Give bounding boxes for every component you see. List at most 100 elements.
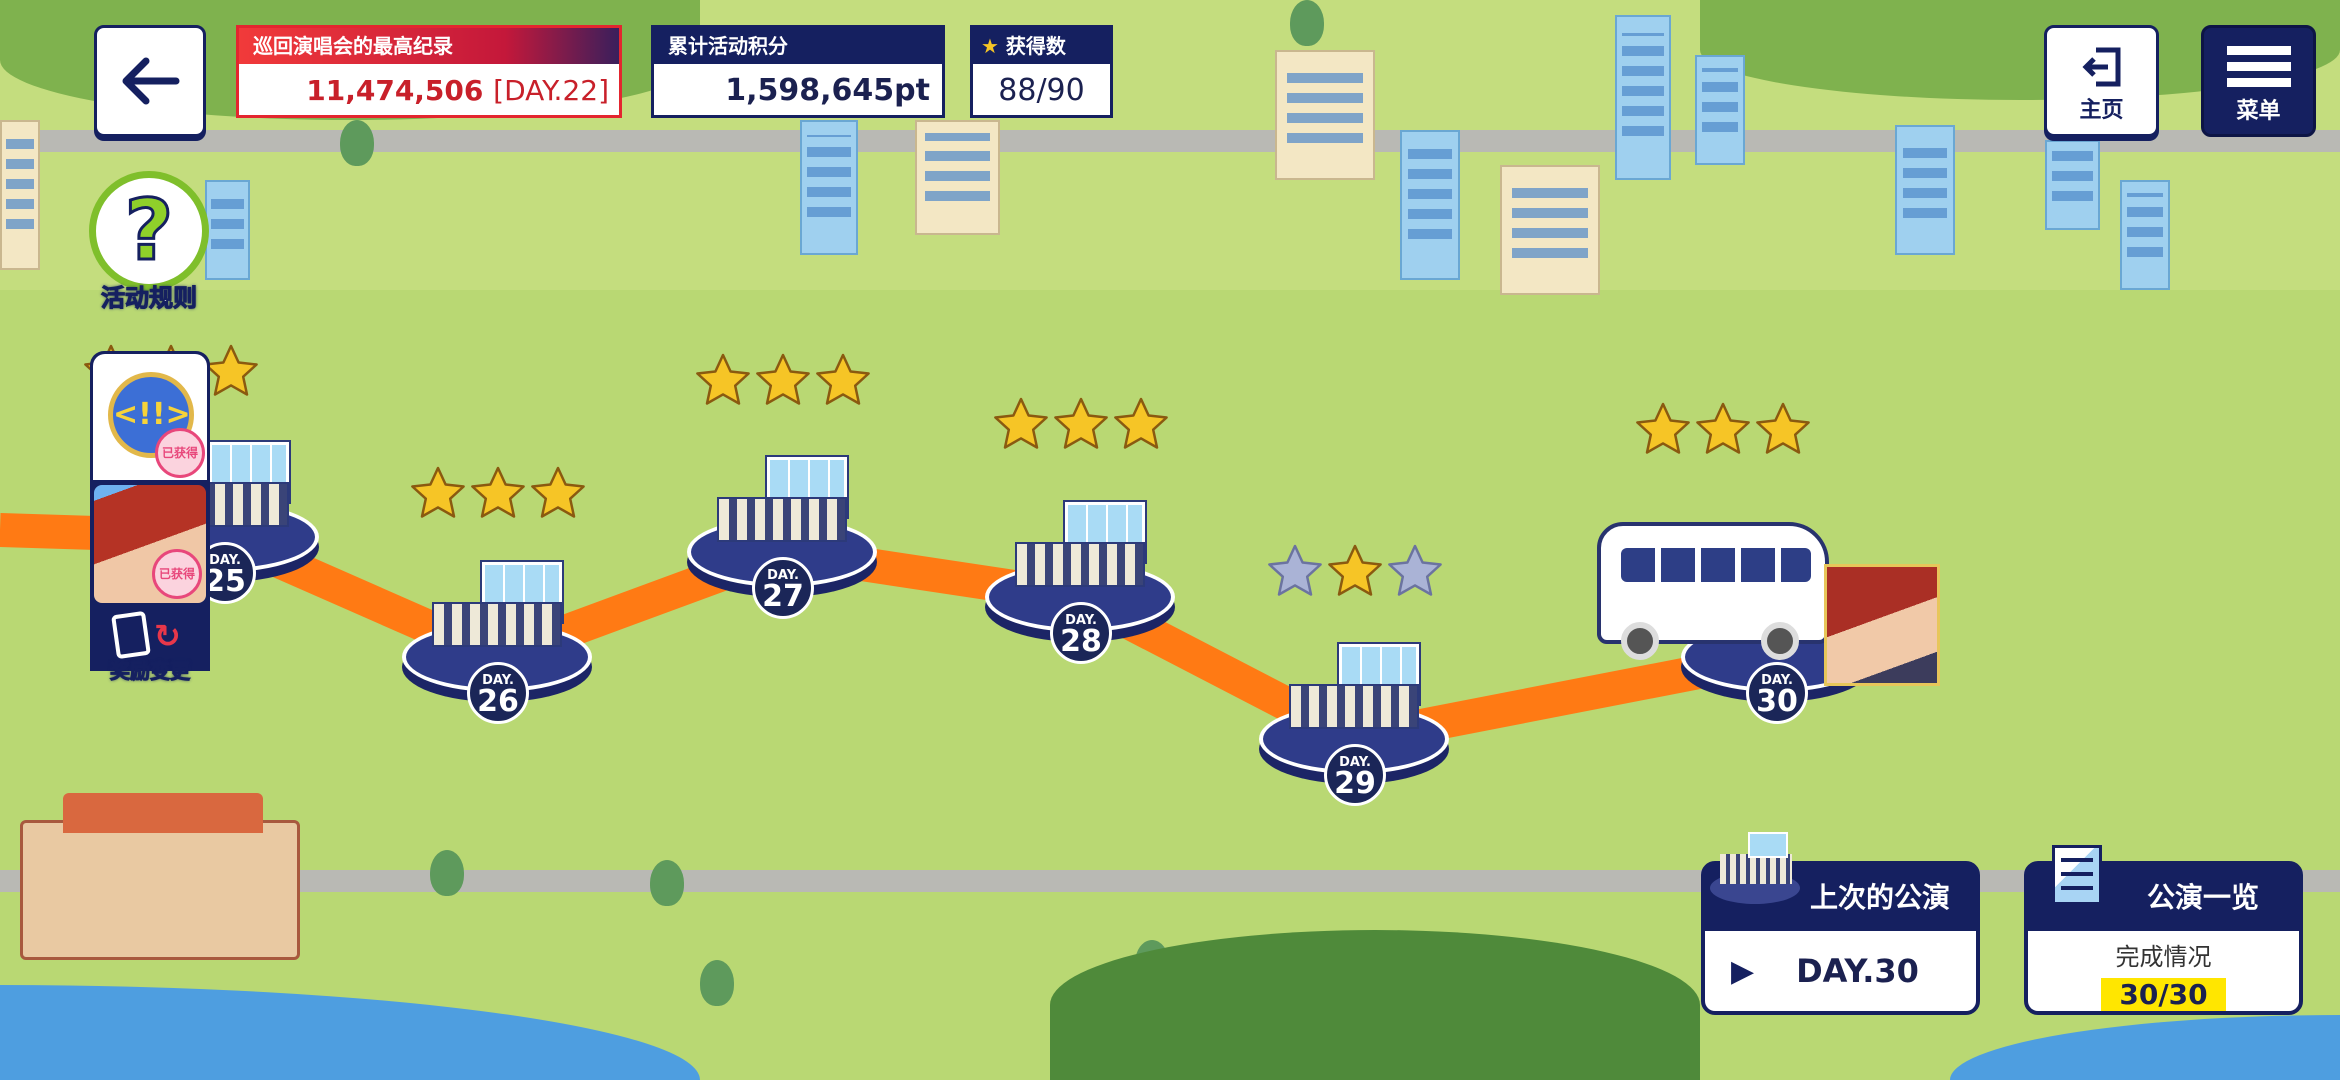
- stage-node-day-27[interactable]: DAY.27: [687, 457, 877, 619]
- day-number: 30: [1756, 684, 1798, 719]
- tour-bus-icon: [1597, 522, 1829, 660]
- day-number: 27: [762, 579, 804, 614]
- list-document-icon: [2052, 845, 2102, 905]
- stars-value: 88/90: [998, 73, 1085, 108]
- building: [915, 120, 1000, 235]
- completion-value: 30/30: [2101, 978, 2226, 1011]
- rules-button[interactable]: ?: [89, 171, 209, 291]
- venue-building-icon: [1015, 502, 1145, 587]
- stage-node-day-28[interactable]: DAY.28: [985, 502, 1175, 664]
- menu-button[interactable]: 菜单: [2201, 25, 2316, 137]
- home-label: 主页: [2079, 98, 2124, 123]
- character-card[interactable]: [1824, 564, 1940, 686]
- stage-node-day-26[interactable]: DAY.26: [402, 562, 592, 724]
- building: [1615, 15, 1671, 180]
- stage-stars: [1266, 543, 1444, 601]
- star-filled-icon: [696, 353, 750, 405]
- building: [1275, 50, 1375, 180]
- star-filled-icon: [1328, 544, 1382, 596]
- record-label: 巡回演唱会的最高纪录: [239, 28, 619, 64]
- star-filled-icon: [756, 353, 810, 405]
- day-prefix: DAY.: [209, 553, 241, 568]
- star-filled-icon: [471, 466, 525, 518]
- background-hill: [1050, 930, 1700, 1080]
- building: [1500, 165, 1600, 295]
- rules-label: 活动规则: [101, 284, 198, 313]
- star-filled-icon: [204, 344, 258, 396]
- character-reward-card: 已获得: [94, 485, 206, 603]
- question-icon: ?: [123, 180, 175, 281]
- building: [1895, 125, 1955, 255]
- stars-label: 获得数: [1005, 34, 1066, 58]
- day-number: 26: [477, 684, 519, 719]
- stage-stars: [1634, 401, 1812, 459]
- day-badge: DAY.29: [1324, 744, 1386, 806]
- record-day: [DAY.22]: [493, 74, 609, 107]
- stage-stars: [409, 465, 587, 523]
- star-filled-icon: [1054, 397, 1108, 449]
- play-icon: ▶: [1731, 953, 1755, 989]
- star-icon: ★: [981, 34, 999, 58]
- plaza-building: [20, 793, 300, 960]
- star-filled-icon: [1114, 397, 1168, 449]
- star-empty-icon: [1388, 544, 1442, 596]
- last-performance-day: DAY.30: [1796, 952, 1919, 990]
- day-prefix: DAY.: [1065, 613, 1097, 628]
- building: [0, 120, 40, 270]
- points-value: 1,598,645pt: [725, 73, 930, 108]
- tree: [700, 960, 734, 1006]
- day-badge: DAY.30: [1746, 662, 1808, 724]
- star-filled-icon: [816, 353, 870, 405]
- back-arrow-icon: [122, 57, 180, 105]
- tree: [430, 850, 464, 896]
- venue-building-icon: [717, 457, 847, 542]
- star-empty-icon: [1268, 544, 1322, 596]
- medal-icon: <!!>: [108, 372, 194, 458]
- star-filled-icon: [411, 466, 465, 518]
- stars-panel: ★ 获得数 88/90: [970, 25, 1113, 118]
- menu-label: 菜单: [2236, 99, 2281, 124]
- background-road: [0, 130, 2340, 152]
- reward-change-label: 奖励变更: [110, 659, 191, 684]
- day-number: 29: [1334, 766, 1376, 801]
- back-button[interactable]: [94, 25, 206, 137]
- record-value: 11,474,506: [306, 74, 484, 107]
- reward-panel[interactable]: <!!> 已获得 已获得 ↻: [90, 351, 210, 671]
- star-filled-icon: [1636, 402, 1690, 454]
- building: [2045, 140, 2100, 230]
- day-prefix: DAY.: [1761, 673, 1793, 688]
- day-badge: DAY.28: [1050, 602, 1112, 664]
- stage-node-day-29[interactable]: DAY.29: [1259, 644, 1449, 806]
- venue-building-icon: [1289, 644, 1419, 729]
- tree: [1290, 0, 1324, 46]
- star-filled-icon: [1696, 402, 1750, 454]
- exit-icon: [2081, 47, 2120, 87]
- home-button[interactable]: 主页: [2044, 25, 2159, 137]
- points-label: 累计活动积分: [654, 28, 942, 64]
- obtained-stamp: 已获得: [155, 428, 205, 478]
- day-number: 25: [204, 564, 246, 599]
- card-icon: [111, 610, 151, 660]
- stage-node-day-25[interactable]: DAY.25: [129, 442, 319, 604]
- venue-building-icon: [432, 562, 562, 647]
- completion-label: 完成情况: [2115, 943, 2212, 971]
- obtained-stamp: 已获得: [152, 549, 202, 599]
- tree: [340, 120, 374, 166]
- performance-list-title: 公演一览: [2146, 881, 2259, 914]
- tree: [650, 860, 684, 906]
- record-panel: 巡回演唱会的最高纪录 11,474,506 [DAY.22]: [236, 25, 622, 118]
- menu-icon: [2226, 46, 2291, 87]
- building: [800, 120, 858, 255]
- stage-stars: [694, 352, 872, 410]
- star-filled-icon: [1756, 402, 1810, 454]
- stage-building-icon: [1710, 832, 1800, 904]
- day-prefix: DAY.: [482, 673, 514, 688]
- venue-building-icon: [159, 442, 289, 527]
- last-performance-button[interactable]: 上次的公演 ▶ DAY.30: [1701, 861, 1980, 1015]
- day-badge: DAY.27: [752, 557, 814, 619]
- star-filled-icon: [994, 397, 1048, 449]
- building: [205, 180, 250, 280]
- day-number: 28: [1060, 624, 1102, 659]
- refresh-icon: ↻: [154, 617, 181, 655]
- day-prefix: DAY.: [767, 568, 799, 583]
